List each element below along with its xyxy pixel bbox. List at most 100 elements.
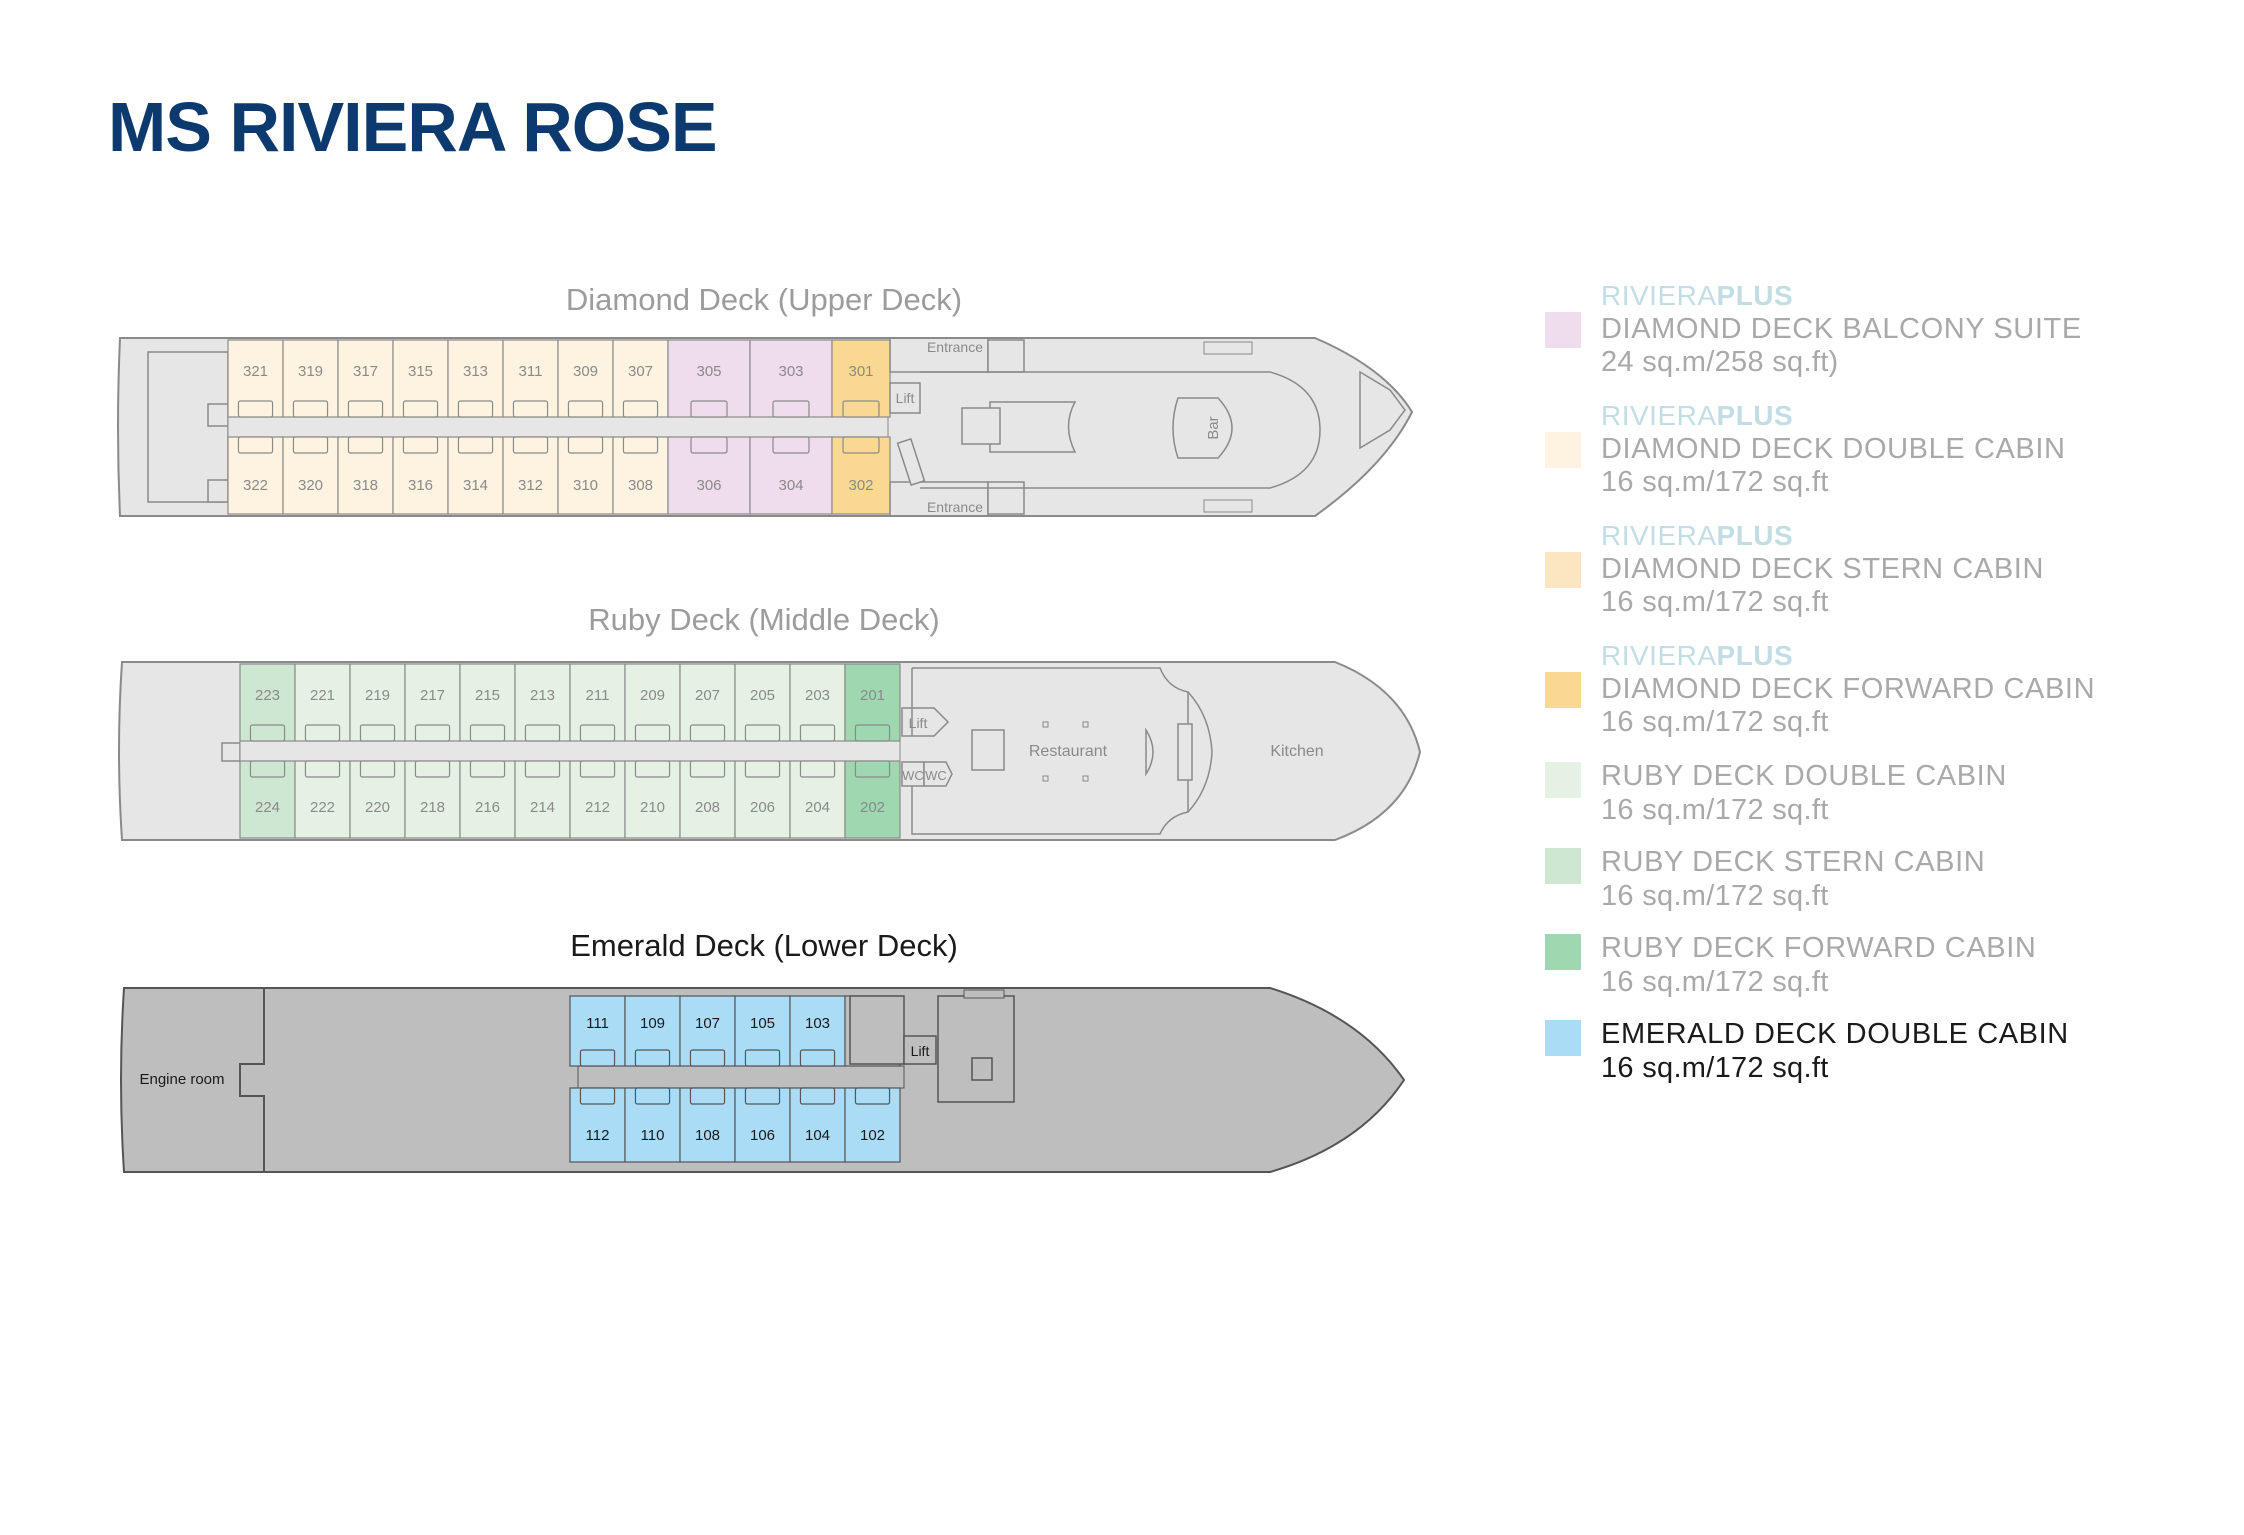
- cabin-201[interactable]: 201: [844, 663, 901, 742]
- cabin-312[interactable]: 312: [502, 436, 559, 515]
- legend-size: 24 sq.m/258 sq.ft): [1601, 346, 1839, 378]
- cabin-bathroom: [469, 724, 506, 742]
- ruby-table-3: [1042, 775, 1049, 782]
- cabin-110[interactable]: 110: [624, 1087, 681, 1163]
- cabin-221[interactable]: 221: [294, 663, 351, 742]
- cabin-208[interactable]: 208: [679, 760, 736, 839]
- cabin-301[interactable]: 301: [831, 339, 891, 418]
- diamond-ramp: [896, 437, 926, 487]
- cabin-223[interactable]: 223: [239, 663, 296, 742]
- cabin-320[interactable]: 320: [282, 436, 339, 515]
- cabin-bathroom: [854, 760, 891, 778]
- cabin-bathroom: [799, 1049, 836, 1067]
- cabin-215[interactable]: 215: [459, 663, 516, 742]
- cabin-number: 214: [530, 799, 555, 816]
- cabin-322[interactable]: 322: [227, 436, 284, 515]
- cabin-211[interactable]: 211: [569, 663, 626, 742]
- cabin-219[interactable]: 219: [349, 663, 406, 742]
- cabin-207[interactable]: 207: [679, 663, 736, 742]
- legend-size: 16 sq.m/172 sq.ft: [1601, 880, 1829, 912]
- cabin-number: 111: [586, 1015, 609, 1032]
- cabin-number: 210: [640, 799, 665, 816]
- cabin-216[interactable]: 216: [459, 760, 516, 839]
- diamond-bridge-rail-bottom: [1203, 499, 1253, 513]
- riviera-plus-label: RIVIERAPLUS: [1601, 640, 1794, 671]
- legend-name: DIAMOND DECK BALCONY SUITE: [1601, 313, 2082, 345]
- cabin-number: 105: [750, 1015, 775, 1032]
- ruby-lift-label: Lift: [909, 715, 928, 731]
- ruby-wc-2-label: WC: [925, 768, 947, 783]
- cabin-109[interactable]: 109: [624, 995, 681, 1067]
- ruby-table-4: [1082, 775, 1089, 782]
- cabin-313[interactable]: 313: [447, 339, 504, 418]
- cabin-217[interactable]: 217: [404, 663, 461, 742]
- ruby-wc-1-label: WC: [902, 768, 924, 783]
- legend-name: EMERALD DECK DOUBLE CABIN: [1601, 1018, 2069, 1050]
- legend-name: DIAMOND DECK DOUBLE CABIN: [1601, 433, 2066, 465]
- cabin-319[interactable]: 319: [282, 339, 339, 418]
- cabin-309[interactable]: 309: [557, 339, 614, 418]
- legend-name: DIAMOND DECK FORWARD CABIN: [1601, 673, 2096, 705]
- cabin-307[interactable]: 307: [612, 339, 669, 418]
- cabin-number: 303: [778, 363, 803, 380]
- cabin-number: 320: [298, 477, 323, 494]
- cabin-111[interactable]: 111: [569, 995, 626, 1067]
- cabin-224[interactable]: 224: [239, 760, 296, 839]
- cabin-222[interactable]: 222: [294, 760, 351, 839]
- cabin-102[interactable]: 102: [844, 1087, 901, 1163]
- cabin-317[interactable]: 317: [337, 339, 394, 418]
- cabin-218[interactable]: 218: [404, 760, 461, 839]
- cabin-bathroom: [414, 760, 451, 778]
- cabin-number: 212: [585, 799, 610, 816]
- ruby-table-1: [1042, 721, 1049, 728]
- legend-swatch: [1545, 552, 1581, 588]
- cabin-212[interactable]: 212: [569, 760, 626, 839]
- cabin-316[interactable]: 316: [392, 436, 449, 515]
- cabin-302[interactable]: 302: [831, 436, 891, 515]
- cabin-204[interactable]: 204: [789, 760, 846, 839]
- cabin-315[interactable]: 315: [392, 339, 449, 418]
- cabin-bathroom: [744, 724, 781, 742]
- cabin-220[interactable]: 220: [349, 760, 406, 839]
- cabin-bathroom: [292, 436, 329, 454]
- cabin-108[interactable]: 108: [679, 1087, 736, 1163]
- cabin-206[interactable]: 206: [734, 760, 791, 839]
- cabin-106[interactable]: 106: [734, 1087, 791, 1163]
- cabin-bathroom: [634, 724, 671, 742]
- cabin-318[interactable]: 318: [337, 436, 394, 515]
- cabin-202[interactable]: 202: [844, 760, 901, 839]
- diamond-entrance-top-label: Entrance: [927, 339, 983, 355]
- cabin-209[interactable]: 209: [624, 663, 681, 742]
- legend-size: 16 sq.m/172 sq.ft: [1601, 794, 1829, 826]
- legend-swatch: [1545, 1020, 1581, 1056]
- cabin-number: 223: [255, 687, 280, 704]
- cabin-number: 110: [641, 1127, 665, 1144]
- cabin-311[interactable]: 311: [502, 339, 559, 418]
- cabin-306[interactable]: 306: [667, 436, 751, 515]
- cabin-bathroom: [689, 760, 726, 778]
- cabin-210[interactable]: 210: [624, 760, 681, 839]
- cabin-103[interactable]: 103: [789, 995, 846, 1067]
- cabin-104[interactable]: 104: [789, 1087, 846, 1163]
- cabin-bathroom: [854, 724, 891, 742]
- cabin-321[interactable]: 321: [227, 339, 284, 418]
- cabin-number: 201: [860, 687, 885, 704]
- cabin-112[interactable]: 112: [569, 1087, 626, 1163]
- cabin-308[interactable]: 308: [612, 436, 669, 515]
- diamond-lounge-wall: [920, 371, 1321, 489]
- cabin-205[interactable]: 205: [734, 663, 791, 742]
- cabin-305[interactable]: 305: [667, 339, 751, 418]
- cabin-number: 315: [408, 363, 433, 380]
- cabin-303[interactable]: 303: [749, 339, 833, 418]
- cabin-107[interactable]: 107: [679, 995, 736, 1067]
- cabin-214[interactable]: 214: [514, 760, 571, 839]
- cabin-105[interactable]: 105: [734, 995, 791, 1067]
- cabin-213[interactable]: 213: [514, 663, 571, 742]
- cabin-304[interactable]: 304: [749, 436, 833, 515]
- cabin-203[interactable]: 203: [789, 663, 846, 742]
- diamond-entrance-top-stairs: [987, 339, 1025, 373]
- cabin-314[interactable]: 314: [447, 436, 504, 515]
- cabin-310[interactable]: 310: [557, 436, 614, 515]
- cabin-number: 222: [310, 799, 335, 816]
